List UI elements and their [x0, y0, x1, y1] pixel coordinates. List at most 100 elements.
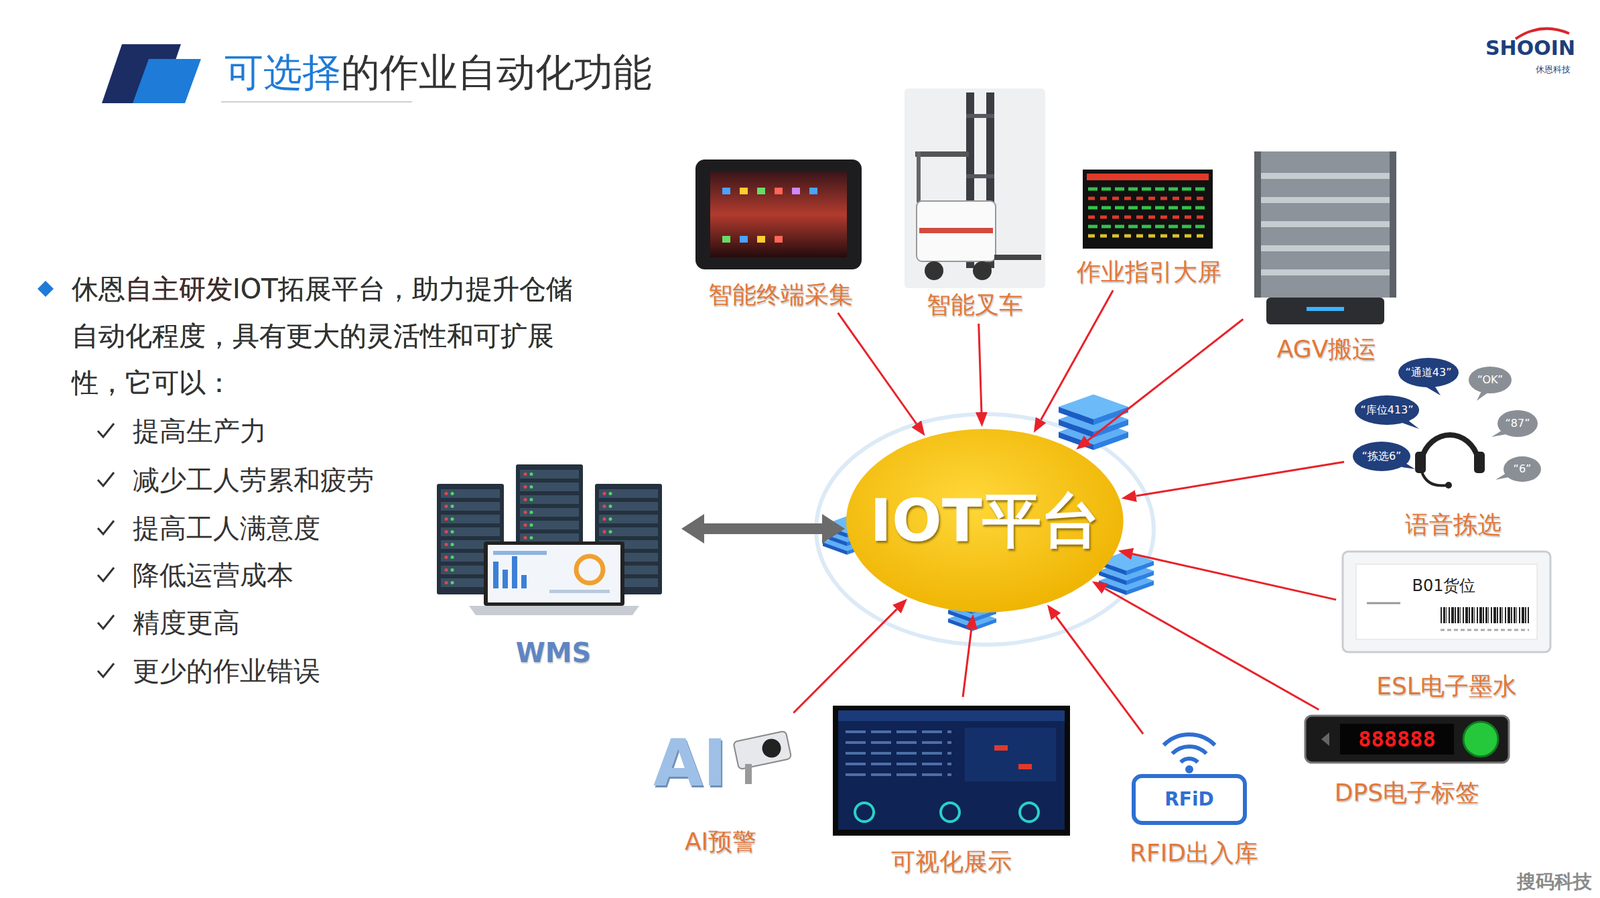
dashboard-screen: [940, 802, 960, 822]
esl-tag: [1366, 602, 1401, 605]
dashboard-screen: [832, 705, 1071, 836]
dps-device: [1321, 732, 1330, 746]
tablet: [695, 159, 862, 270]
node-label: 智能叉车: [926, 289, 1024, 320]
agv-rack: [1254, 151, 1261, 298]
check-item: 提高工人满意度: [132, 511, 321, 545]
esl-tag: [1440, 607, 1529, 624]
esl-tag: [1342, 551, 1551, 652]
forklift: [916, 201, 996, 262]
tablet: [739, 235, 748, 243]
laptop: [493, 550, 547, 555]
laptop: [483, 541, 625, 606]
dashboard-screen: [964, 727, 1056, 782]
headset: [1445, 481, 1452, 489]
forklift: [915, 151, 969, 157]
connector-arrow: [1135, 461, 1345, 496]
tablet: [774, 187, 783, 195]
agv-rack: [1260, 245, 1390, 252]
dashboard-screen: [994, 745, 1008, 751]
esl-tag: [1342, 551, 1551, 652]
check-mark: [97, 423, 114, 437]
forklift: [994, 254, 1042, 260]
connector-arrow: [704, 523, 823, 535]
dps-device: [1305, 715, 1509, 763]
node-label: AI预警: [684, 826, 757, 857]
connector-arrow: [793, 609, 897, 713]
speech-text: “拣选6”: [1362, 449, 1402, 463]
guide-screen: [1088, 206, 1208, 210]
camera: [760, 737, 783, 760]
dashboard-screen: [845, 741, 952, 744]
forklift: [966, 113, 995, 118]
tablet: [722, 235, 731, 243]
device-node: 作业指引大屏: [1071, 164, 1227, 287]
device-node: 智能叉车: [897, 83, 1052, 320]
agv-rack: [1254, 151, 1397, 325]
title-icon: [101, 44, 202, 104]
rfid-icon: [1163, 734, 1215, 746]
connector-arrow: [978, 323, 982, 413]
system-node: WMS: [428, 460, 679, 669]
check-mark: [97, 520, 114, 535]
connector-arrow: [838, 312, 917, 425]
check-item: 更少的作业错误: [132, 654, 321, 687]
tablet: [791, 187, 800, 195]
dashboard-screen: [838, 710, 1065, 721]
laptop: [521, 574, 527, 589]
check-item: 提高生产力: [132, 414, 267, 447]
check-item: 精度更高: [132, 606, 240, 639]
speech-bubble: [1424, 384, 1441, 396]
node-label: 语音拣选: [1405, 509, 1502, 540]
speech-bubble: [1354, 395, 1420, 425]
guide-screen: [1088, 196, 1208, 201]
check-mark: [97, 472, 114, 486]
device-node: 语音拣选: [1348, 348, 1559, 540]
check-item: 减少工人劳累和疲劳: [132, 463, 374, 496]
laptop: [469, 541, 640, 616]
camera: [732, 730, 792, 770]
dashboard-screen: [845, 751, 952, 755]
agv-rack: [1254, 151, 1397, 298]
headset: [1421, 471, 1448, 486]
headset: [1474, 451, 1485, 474]
speech-bubble: [1401, 462, 1416, 470]
guide-screen: [1082, 169, 1213, 249]
connector-arrow: [962, 628, 972, 697]
headset: [1415, 451, 1426, 474]
node-label: WMS: [515, 636, 592, 669]
platform-glow: [816, 414, 1154, 645]
headset: [1421, 434, 1479, 459]
device-node: ESL电子墨水: [1340, 548, 1554, 701]
dashboard-screen: [845, 730, 952, 733]
guide-screen: [1088, 215, 1208, 220]
guide-screen: [1082, 169, 1213, 249]
block-stack: [1058, 393, 1129, 450]
node-label: 智能终端采集: [708, 279, 853, 310]
rfid-text: RFiD: [1164, 787, 1215, 811]
dps-device: [1305, 715, 1509, 763]
headset: [1415, 434, 1485, 489]
title-rule: [221, 101, 413, 103]
laptop: [469, 605, 640, 616]
speech-bubble: [1398, 357, 1459, 388]
forklift: [966, 174, 995, 179]
dps-device: [1340, 723, 1454, 755]
device-node: AGV搬运: [1246, 144, 1408, 364]
ai-letters: AI: [653, 724, 727, 803]
agv-rack: [1306, 306, 1345, 311]
platform-ellipse: IOT平台: [846, 428, 1124, 613]
check-mark: [97, 615, 114, 629]
tablet: [809, 187, 818, 195]
guide-screen: [1088, 234, 1208, 238]
dashboard-screen: [1019, 802, 1039, 822]
esl-tag: [1356, 564, 1538, 640]
logo-subtext: 休恩科技: [1535, 64, 1571, 76]
speech-bubble: [1468, 366, 1512, 394]
device-node: DPS电子标签: [1299, 711, 1515, 808]
dashboard-screen: [838, 710, 1065, 830]
forklift: [904, 88, 1046, 289]
camera: [732, 730, 792, 770]
